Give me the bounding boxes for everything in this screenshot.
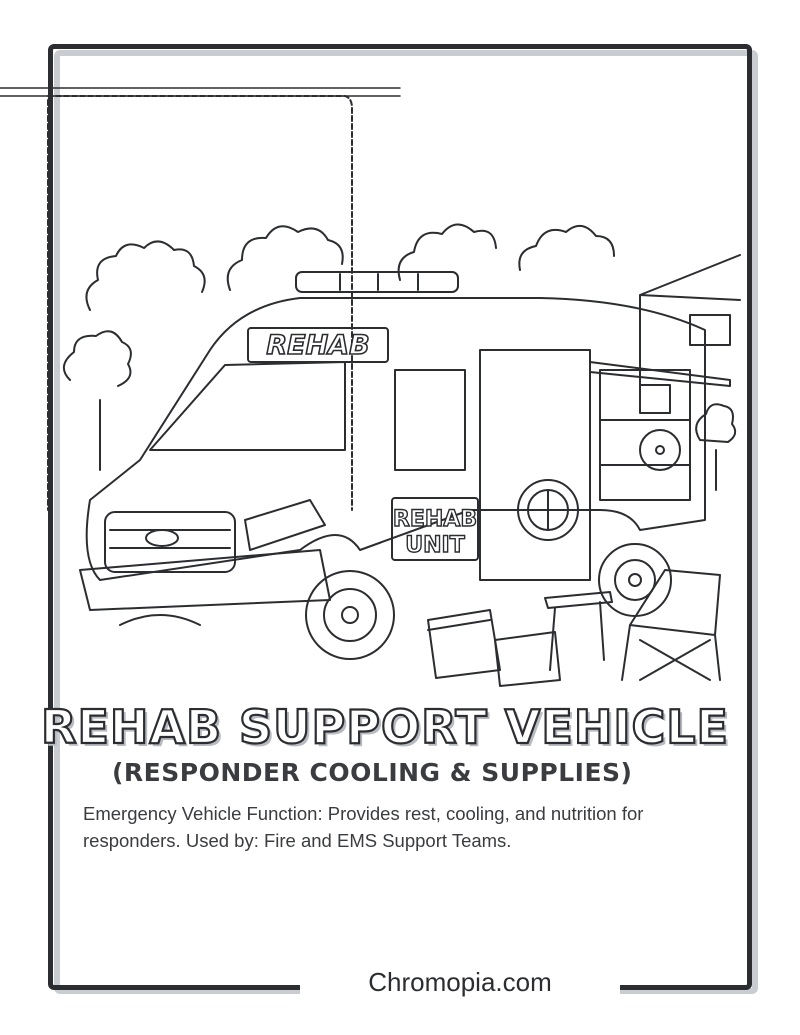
cooler — [427, 609, 501, 679]
wheel-arch — [119, 614, 201, 626]
side-sign-line1: REHAB — [393, 507, 477, 532]
building-window — [689, 314, 731, 346]
awning — [589, 361, 731, 387]
page-title: REHAB SUPPORT VEHICLE — [40, 699, 729, 755]
cooler — [494, 631, 561, 687]
building — [639, 254, 741, 401]
supply-shelf — [599, 369, 691, 501]
tree-canopy — [226, 225, 344, 291]
folding-chair — [621, 569, 721, 681]
page-subtitle: (RESPONDER COOLING & SUPPLIES) — [112, 758, 633, 787]
side-sign-box — [391, 497, 479, 561]
bush — [63, 330, 132, 387]
headlight — [244, 499, 326, 551]
rehab-vehicle-illustration: REHAB REHAB UNIT — [0, 87, 741, 687]
side-sign-line2: UNIT — [405, 533, 464, 558]
tree-canopy — [85, 240, 206, 311]
dashed-guide — [47, 95, 353, 511]
van-body — [85, 297, 706, 581]
footer-gap — [300, 980, 620, 1000]
brand-text: Chromopia.com — [368, 967, 552, 997]
stool — [544, 591, 613, 671]
tree-canopy — [397, 223, 497, 281]
tree-canopy — [518, 225, 615, 271]
roof-sign-box — [247, 327, 389, 363]
side-window — [394, 369, 466, 471]
description-text: Emergency Vehicle Function: Provides res… — [83, 803, 644, 851]
windshield — [149, 361, 346, 451]
rear-wheel — [598, 543, 672, 617]
standing-fan-icon — [517, 479, 579, 541]
front-wheel — [305, 570, 395, 660]
supply-box — [639, 384, 671, 414]
fan-icon — [639, 429, 681, 471]
front-bumper — [79, 549, 331, 611]
front-grille — [104, 511, 236, 573]
emblem — [145, 529, 179, 547]
roof-sign-text: REHAB — [266, 330, 369, 361]
light-bar — [295, 271, 459, 293]
bush — [695, 403, 737, 443]
sliding-door-opening — [479, 349, 591, 581]
